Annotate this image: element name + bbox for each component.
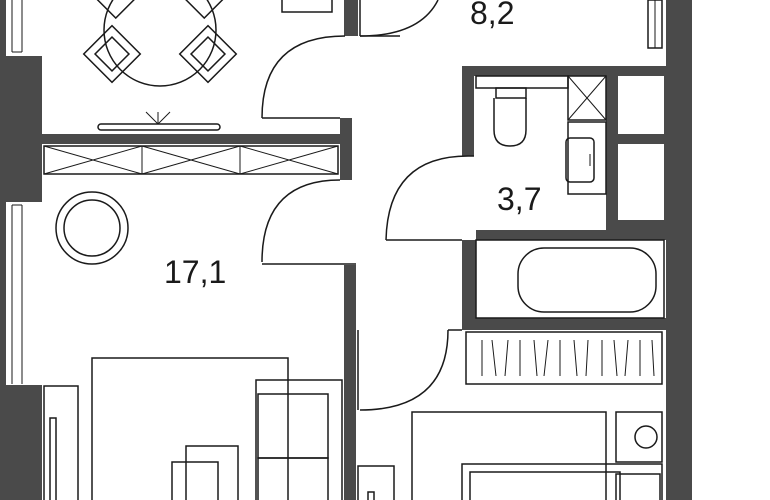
bed: [461, 463, 663, 500]
wardrobe-strip: [43, 145, 339, 175]
hall-wardrobe: [465, 331, 663, 385]
living-top-wall-end: [340, 118, 352, 180]
window-mid-left: [6, 202, 42, 385]
top-room-area-label: 8,2: [470, 0, 514, 31]
left-wall-pier-top: [0, 56, 42, 146]
dining-set: [82, 0, 238, 87]
bath-left-wall-bottom: [462, 240, 476, 330]
top-right-appliance: [647, 0, 663, 49]
washing-machine: [615, 411, 663, 463]
sink: [565, 121, 607, 195]
living-top-wall: [42, 134, 350, 144]
left-wall-pier-bottom: [0, 385, 42, 500]
bath-cabinet: [567, 75, 607, 121]
left-exterior-wall: [0, 0, 6, 500]
sofa: [255, 379, 343, 500]
door-living-arc: [261, 179, 341, 263]
living-left-cabinet: [43, 385, 79, 500]
doors: [261, 0, 474, 411]
bath-bottom-wall: [462, 318, 676, 330]
toilet: [475, 75, 569, 147]
door-top-arc: [261, 35, 346, 119]
bath-divider: [476, 230, 676, 240]
living-room-area-label: 17,1: [164, 254, 226, 290]
bath-left-wall-top: [462, 66, 474, 156]
outside-right: [692, 0, 770, 500]
bath-top-wall: [462, 66, 676, 76]
bathtub: [475, 239, 665, 319]
living-right-wall: [344, 265, 356, 500]
tv-unit: [97, 111, 221, 131]
window-top-left: [6, 0, 42, 56]
door-bedroom-arc: [359, 329, 449, 411]
rug: [91, 357, 289, 500]
shaft-2: [618, 144, 664, 220]
coffee-table: [171, 445, 239, 500]
round-armchair: [55, 191, 129, 265]
top-cabinet: [281, 0, 333, 13]
shaft-1: [618, 76, 664, 134]
bathroom-area-label: 3,7: [497, 181, 541, 217]
bedroom-left-cabinet: [357, 465, 395, 500]
left-wall-pier-mid: [0, 146, 42, 202]
dining-chair: [178, 24, 238, 84]
door-bath-arc: [385, 155, 469, 241]
partition-top: [344, 0, 358, 36]
bedroom-rug: [411, 411, 607, 500]
dining-table: [103, 0, 217, 87]
dining-chair: [82, 24, 142, 84]
